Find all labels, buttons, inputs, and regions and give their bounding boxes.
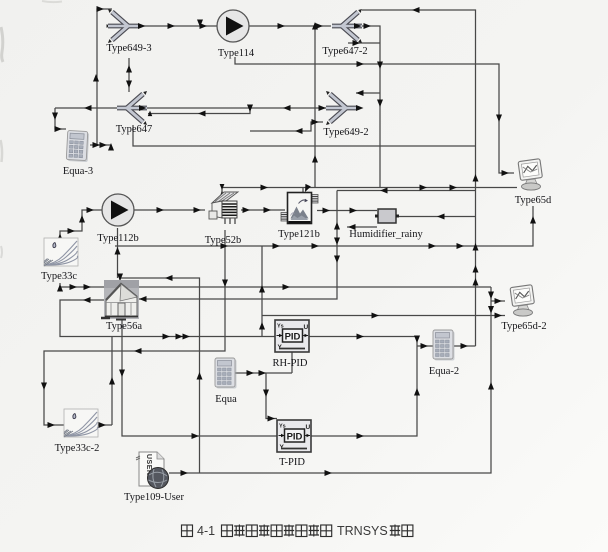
svg-text:Type65d: Type65d: [515, 195, 552, 206]
svg-text:Type121b: Type121b: [278, 229, 320, 240]
svg-text:Type109-User: Type109-User: [124, 492, 184, 503]
svg-text:Type112b: Type112b: [97, 233, 138, 244]
svg-text:Equa-3: Equa-3: [63, 166, 93, 177]
svg-text:Equa: Equa: [215, 394, 237, 405]
svg-text:Type33c: Type33c: [41, 271, 77, 282]
svg-text:Type33c-2: Type33c-2: [55, 443, 100, 454]
svg-text:USER: USER: [145, 454, 152, 475]
svg-text:RH-PID: RH-PID: [272, 358, 307, 369]
svg-text:Type56a: Type56a: [106, 321, 142, 332]
svg-text:Humidifier_rainy: Humidifier_rainy: [349, 229, 423, 240]
svg-text:Type65d-2: Type65d-2: [501, 321, 546, 332]
svg-text:T-PID: T-PID: [279, 457, 305, 468]
svg-text:Equa-2: Equa-2: [429, 366, 459, 377]
svg-text:Type647: Type647: [116, 124, 153, 135]
svg-text:Type649-3: Type649-3: [106, 43, 151, 54]
svg-text:4-1: 4-1: [197, 524, 215, 538]
svg-text:TRNSYS: TRNSYS: [337, 524, 388, 538]
svg-text:Type649-2: Type649-2: [323, 127, 368, 138]
svg-text:Type52b: Type52b: [205, 235, 242, 246]
svg-text:Type114: Type114: [218, 48, 255, 59]
svg-text:Type647-2: Type647-2: [322, 46, 367, 57]
